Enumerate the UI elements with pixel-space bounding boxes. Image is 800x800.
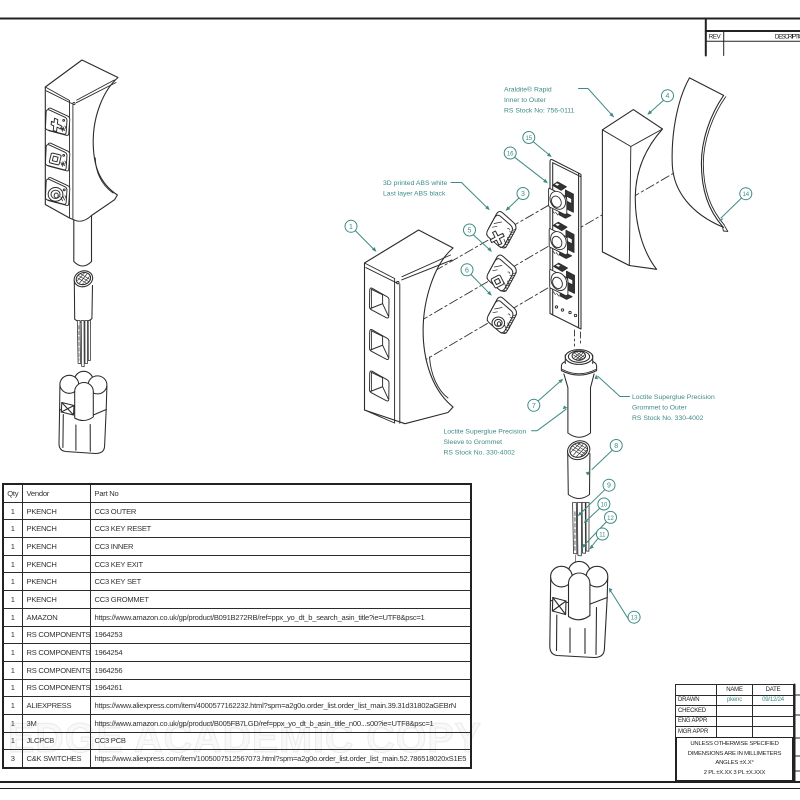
svg-text:7: 7 xyxy=(532,403,536,410)
svg-text:13: 13 xyxy=(631,616,638,622)
svg-text:3D printed ABS white: 3D printed ABS white xyxy=(383,180,447,187)
svg-text:Sleeve to Grommet: Sleeve to Grommet xyxy=(444,439,503,446)
svg-text:Grommet to Outer: Grommet to Outer xyxy=(632,405,688,412)
svg-text:4: 4 xyxy=(666,93,670,100)
svg-text:DESCRIPTION: DESCRIPTION xyxy=(775,34,800,41)
svg-text:RS Stock No. 330-4002: RS Stock No. 330-4002 xyxy=(444,450,516,457)
svg-text:RS Stock No. 330-4002: RS Stock No. 330-4002 xyxy=(632,415,704,422)
svg-text:Loctite Superglue Precision: Loctite Superglue Precision xyxy=(444,429,527,436)
svg-text:Inner to Outer: Inner to Outer xyxy=(504,97,547,104)
svg-text:9: 9 xyxy=(607,483,611,490)
svg-text:10: 10 xyxy=(601,503,608,509)
svg-text:RS Stock No: 756-0111: RS Stock No: 756-0111 xyxy=(504,108,575,115)
svg-text:Araldite® Rapid: Araldite® Rapid xyxy=(504,86,552,94)
svg-text:6: 6 xyxy=(465,267,469,274)
svg-text:14: 14 xyxy=(742,192,749,198)
svg-text:5: 5 xyxy=(468,228,472,235)
svg-text:16: 16 xyxy=(507,152,514,158)
svg-text:1: 1 xyxy=(349,224,353,231)
svg-text:REV: REV xyxy=(709,34,722,41)
svg-text:Last layer ABS black: Last layer ABS black xyxy=(383,191,446,198)
svg-text:3: 3 xyxy=(521,191,525,198)
svg-text:8: 8 xyxy=(614,443,618,450)
svg-text:15: 15 xyxy=(525,136,532,142)
svg-text:12: 12 xyxy=(607,516,614,522)
svg-text:Loctite Superglue Precision: Loctite Superglue Precision xyxy=(632,394,715,401)
svg-text:11: 11 xyxy=(599,533,606,539)
